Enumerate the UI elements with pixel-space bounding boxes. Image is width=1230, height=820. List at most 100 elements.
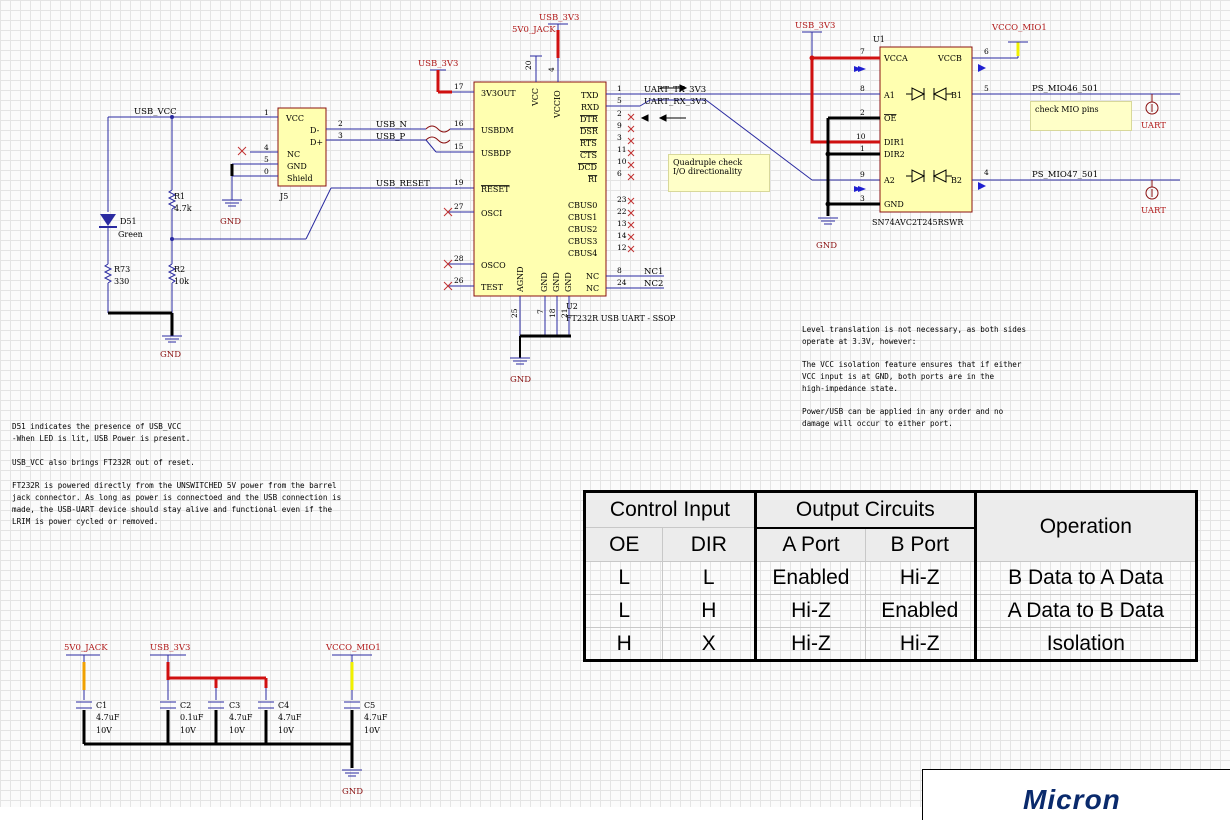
u2-num-4: 4 xyxy=(547,67,556,72)
u1-blue-arrows xyxy=(854,66,866,192)
u2-num-14: 14 xyxy=(617,231,627,240)
j5-num-3: 3 xyxy=(338,131,343,140)
table-row: H X Hi-Z Hi-Z Isolation xyxy=(582,627,1199,662)
u2-num-19: 19 xyxy=(454,178,464,187)
j5-ref: J5 xyxy=(279,192,288,201)
usb-vcc-wires xyxy=(107,115,174,212)
u2-ref: U2 xyxy=(566,302,578,311)
r73-ref: R73 xyxy=(114,265,130,274)
u2-num-3: 3 xyxy=(617,133,622,142)
u1-num-6: 6 xyxy=(984,47,989,56)
level-translation-note: Level translation is not necessary, as b… xyxy=(802,325,1026,428)
u2-num-10: 10 xyxy=(617,157,627,166)
u2-num-21: 21 xyxy=(560,308,569,318)
micron-logo: Micron xyxy=(1023,784,1121,815)
u2-right-pin-lines xyxy=(606,93,880,181)
cap-c2[interactable] xyxy=(160,701,176,709)
u2-pin-agnd: AGND xyxy=(516,266,525,293)
u2-num-5: 5 xyxy=(617,96,622,105)
table-row: L H Hi-Z Enabled A Data to B Data xyxy=(582,594,1199,628)
r1-ref: R1 xyxy=(174,192,185,201)
c1-ref: C1 xyxy=(96,701,107,710)
u1-pin-dir2: DIR2 xyxy=(884,150,905,159)
d51-ref: D51 xyxy=(120,217,137,226)
note-check-mio[interactable]: check MIO pins xyxy=(1030,101,1132,131)
led-d51[interactable] xyxy=(99,214,117,264)
u2-nc-crosses-right xyxy=(627,113,635,253)
u1-num-3: 3 xyxy=(860,194,865,203)
th-operation: Operation xyxy=(974,490,1199,562)
connector-j5[interactable] xyxy=(172,107,400,200)
j5-pin-dp: D+ xyxy=(310,138,323,147)
u1-pin-vcca: VCCA xyxy=(883,54,908,63)
u2-pin-dcd: DCD xyxy=(578,163,597,172)
r2-value: 10k xyxy=(174,277,189,286)
resistor-r2[interactable] xyxy=(167,263,177,313)
net-usb-reset: USB_RESET xyxy=(376,179,430,189)
net-ps-mio46: PS_MIO46_501 xyxy=(1032,84,1098,94)
cap-c3[interactable] xyxy=(208,701,224,709)
net-usb-n: USB_N xyxy=(376,120,407,130)
note-quadruple-check[interactable]: Quadruple check I/O directionality xyxy=(668,154,770,192)
u2-num-1: 1 xyxy=(617,84,622,93)
u1-num-5: 5 xyxy=(984,84,989,93)
u2-num-28: 28 xyxy=(454,254,464,263)
uart-port-2: UART xyxy=(1141,206,1166,216)
resistor-r73[interactable] xyxy=(103,263,113,313)
c4-value: 4.7uF xyxy=(278,713,302,722)
ic-u2-ft232r[interactable] xyxy=(473,81,607,297)
u2-num-6: 6 xyxy=(617,169,622,178)
c3-ref: C3 xyxy=(229,701,240,710)
u2-pin-dsr: DSR xyxy=(580,127,599,136)
net-usb-p: USB_P xyxy=(376,132,405,142)
usb-reset-wire xyxy=(172,187,474,240)
u1-pin-b1: B1 xyxy=(951,91,962,100)
cell-op: A Data to B Data xyxy=(974,594,1199,628)
j5-num-2: 2 xyxy=(338,119,343,128)
net-uart-rx: UART_RX_3V3 xyxy=(644,97,707,107)
cap-c4[interactable] xyxy=(258,701,274,709)
u2-pin-usbdp: USBDP xyxy=(481,149,512,158)
cap-c1[interactable] xyxy=(76,701,92,709)
net-usb-3v3-u2: USB_3V3 xyxy=(418,59,458,69)
u2-pin-cbus3: CBUS3 xyxy=(568,237,597,246)
u2-num-23: 23 xyxy=(617,195,627,204)
c2-voltage: 10V xyxy=(180,726,196,735)
u2-pin-cts: CTS xyxy=(580,151,597,160)
cell-dir: X xyxy=(662,627,758,662)
svg-text:made, the USB-UART device shou: made, the USB-UART device should stay al… xyxy=(12,505,332,514)
u2-pin-cbus4: CBUS4 xyxy=(568,249,597,258)
c1-voltage: 10V xyxy=(96,726,112,735)
u2-pin-gnd-c: GND xyxy=(564,272,573,292)
net-nc2: NC2 xyxy=(644,279,663,289)
net-vcco-mio1-caps: VCCO_MIO1 xyxy=(325,643,381,653)
gnd-label-left: GND xyxy=(160,350,181,360)
u1-num-2: 2 xyxy=(860,108,865,117)
u2-pin-3v3out: 3V3OUT xyxy=(481,89,516,98)
cap-c5[interactable] xyxy=(344,701,360,709)
net-usb-vcc: USB_VCC xyxy=(134,107,177,117)
u1-num-7: 7 xyxy=(860,47,865,56)
u1-pin-a1: A1 xyxy=(883,91,895,100)
net-uart-tx: UART_TX_3V3 xyxy=(644,85,706,95)
svg-text:high-impedance state.: high-impedance state. xyxy=(802,384,898,393)
u2-pin-nc-b: NC xyxy=(586,284,599,293)
resistor-r1[interactable] xyxy=(167,189,177,264)
u2-bottom-pins xyxy=(510,296,571,365)
u1-left-wiring xyxy=(802,31,880,225)
net-vcco-mio1-u1: VCCO_MIO1 xyxy=(991,23,1047,33)
net-5v0-jack-caps: 5V0_JACK xyxy=(64,643,108,653)
d51-value: Green xyxy=(118,230,143,239)
ic-u1-translator[interactable] xyxy=(879,46,973,213)
table-row: L L Enabled Hi-Z B Data to A Data xyxy=(582,561,1199,595)
r73-value: 330 xyxy=(114,277,129,286)
u2-pin-reset: RESET xyxy=(481,185,510,194)
note-quadruple-line2: I/O directionality xyxy=(673,167,743,177)
svg-text:LRIM is power cycled or remove: LRIM is power cycled or removed. xyxy=(12,517,158,526)
j5-num-1: 1 xyxy=(264,108,269,117)
net-ps-mio47: PS_MIO47_501 xyxy=(1032,170,1098,180)
title-block: Micron xyxy=(922,769,1230,820)
th-output-circuits: Output Circuits xyxy=(755,490,977,528)
u1-part: SN74AVC2T245RSWR xyxy=(872,218,964,227)
cell-oe: H xyxy=(582,627,664,662)
